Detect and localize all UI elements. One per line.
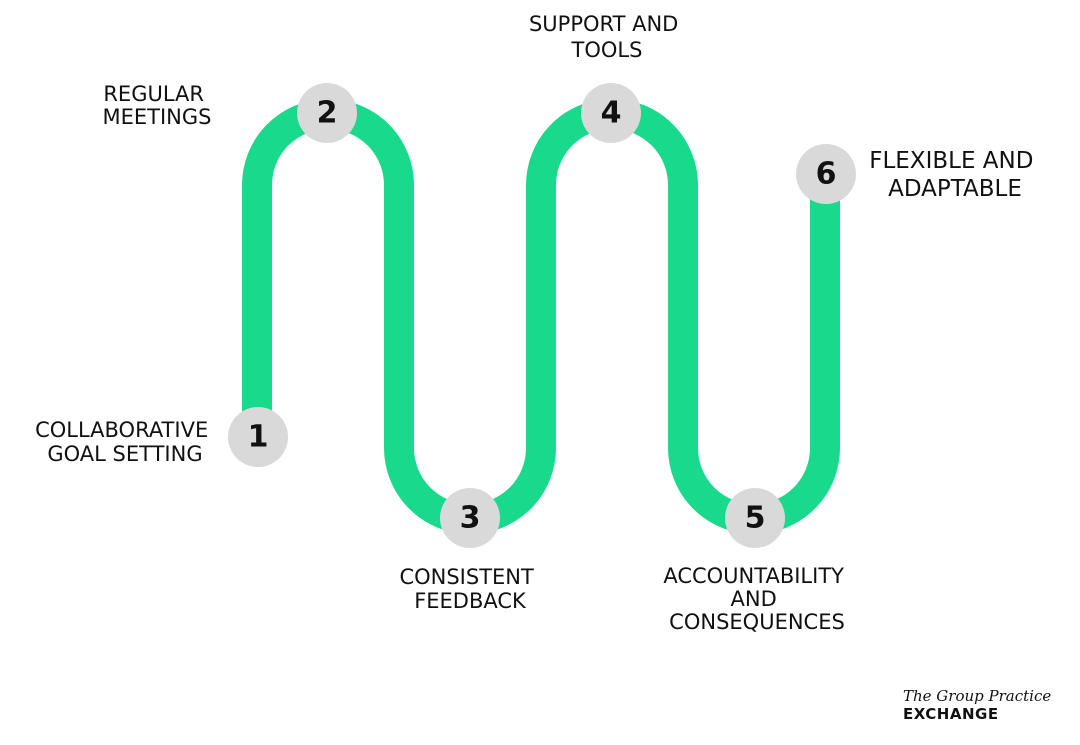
step-1: 1 COLLABORATIVE GOAL SETTING (35, 407, 288, 467)
step-2-label: REGULAR MEETINGS (103, 82, 212, 129)
step-6: 6 FLEXIBLE AND ADAPTABLE (796, 144, 1041, 204)
step-4-number: 4 (601, 96, 622, 131)
step-5-number: 5 (745, 501, 766, 536)
step-4-label: SUPPORT AND TOOLS (529, 12, 685, 62)
step-5-label-line-3: CONSEQUENCES (669, 610, 845, 634)
step-6-label: FLEXIBLE AND ADAPTABLE (869, 148, 1041, 202)
step-4-circle (581, 83, 641, 143)
step-3: 3 CONSISTENT FEEDBACK (399, 488, 540, 613)
step-5-label-line-2: AND (731, 587, 777, 611)
winding-path (242, 99, 840, 534)
step-3-circle (440, 488, 500, 548)
step-6-label-line-2: ADAPTABLE (888, 176, 1022, 202)
step-5-label-line-1: ACCOUNTABILITY (663, 564, 844, 588)
brand-logo-line-1: The Group Practice (903, 687, 1052, 705)
step-1-label-line-1: COLLABORATIVE (35, 418, 208, 442)
step-6-circle (796, 144, 856, 204)
step-2-label-line-2: MEETINGS (103, 105, 212, 129)
step-3-number: 3 (460, 501, 481, 536)
step-1-label-line-2: GOAL SETTING (47, 442, 202, 466)
step-2-label-line-1: REGULAR (103, 82, 204, 106)
step-4-label-line-1: SUPPORT AND (529, 12, 678, 36)
step-5-circle (725, 488, 785, 548)
step-2: 2 REGULAR MEETINGS (103, 82, 357, 143)
step-2-number: 2 (317, 96, 338, 131)
step-6-number: 6 (816, 157, 837, 192)
step-3-label-line-1: CONSISTENT (399, 565, 534, 589)
step-3-label-line-2: FEEDBACK (414, 589, 527, 613)
step-1-circle (228, 407, 288, 467)
step-1-label: COLLABORATIVE GOAL SETTING (35, 418, 215, 466)
step-2-circle (297, 83, 357, 143)
step-4-label-line-2: TOOLS (571, 38, 643, 62)
step-4: 4 SUPPORT AND TOOLS (529, 12, 685, 143)
step-5: 5 ACCOUNTABILITY AND CONSEQUENCES (663, 488, 850, 634)
brand-logo-line-2: EXCHANGE (903, 705, 999, 723)
step-1-number: 1 (248, 420, 269, 455)
step-3-label: CONSISTENT FEEDBACK (399, 565, 540, 613)
step-6-label-line-1: FLEXIBLE AND (869, 148, 1033, 174)
brand-logo: The Group Practice EXCHANGE (903, 687, 1052, 724)
step-5-label: ACCOUNTABILITY AND CONSEQUENCES (663, 564, 850, 634)
